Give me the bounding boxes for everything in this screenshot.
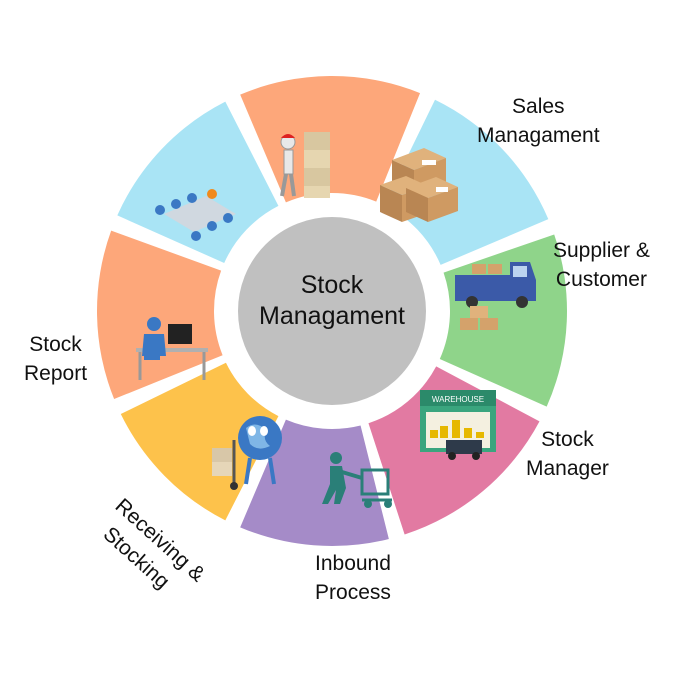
svg-text:WAREHOUSE: WAREHOUSE <box>432 395 484 404</box>
wheel-segments <box>97 76 567 546</box>
computer-desk-icon <box>136 317 208 380</box>
label-supplier-customer: Supplier & Customer <box>553 239 650 291</box>
worker-boxes-icon <box>280 132 330 198</box>
center-hub <box>232 211 432 411</box>
segment-meeting <box>117 101 279 264</box>
boxes-icon <box>380 148 458 222</box>
center-title: Stock Managament <box>232 270 432 332</box>
center-title-line1: Stock <box>300 271 364 299</box>
segment-receiving <box>120 362 279 521</box>
segment-report <box>97 230 223 400</box>
label-inbound-process: Inbound Process <box>315 552 391 604</box>
globe-hand-truck-icon <box>212 416 282 490</box>
label-stock-report: Stock Report <box>24 333 88 385</box>
segment-sales <box>383 99 549 265</box>
hand-truck-worker-icon <box>322 452 392 508</box>
meeting-table-icon <box>155 189 236 241</box>
label-stock-manager: Stock Manager <box>526 428 609 480</box>
label-sales-managament: Sales Managament <box>477 95 600 147</box>
warehouse-icon: WAREHOUSE <box>420 390 496 460</box>
center-title-line2: Managament <box>259 302 405 330</box>
delivery-truck-icon <box>455 262 536 330</box>
